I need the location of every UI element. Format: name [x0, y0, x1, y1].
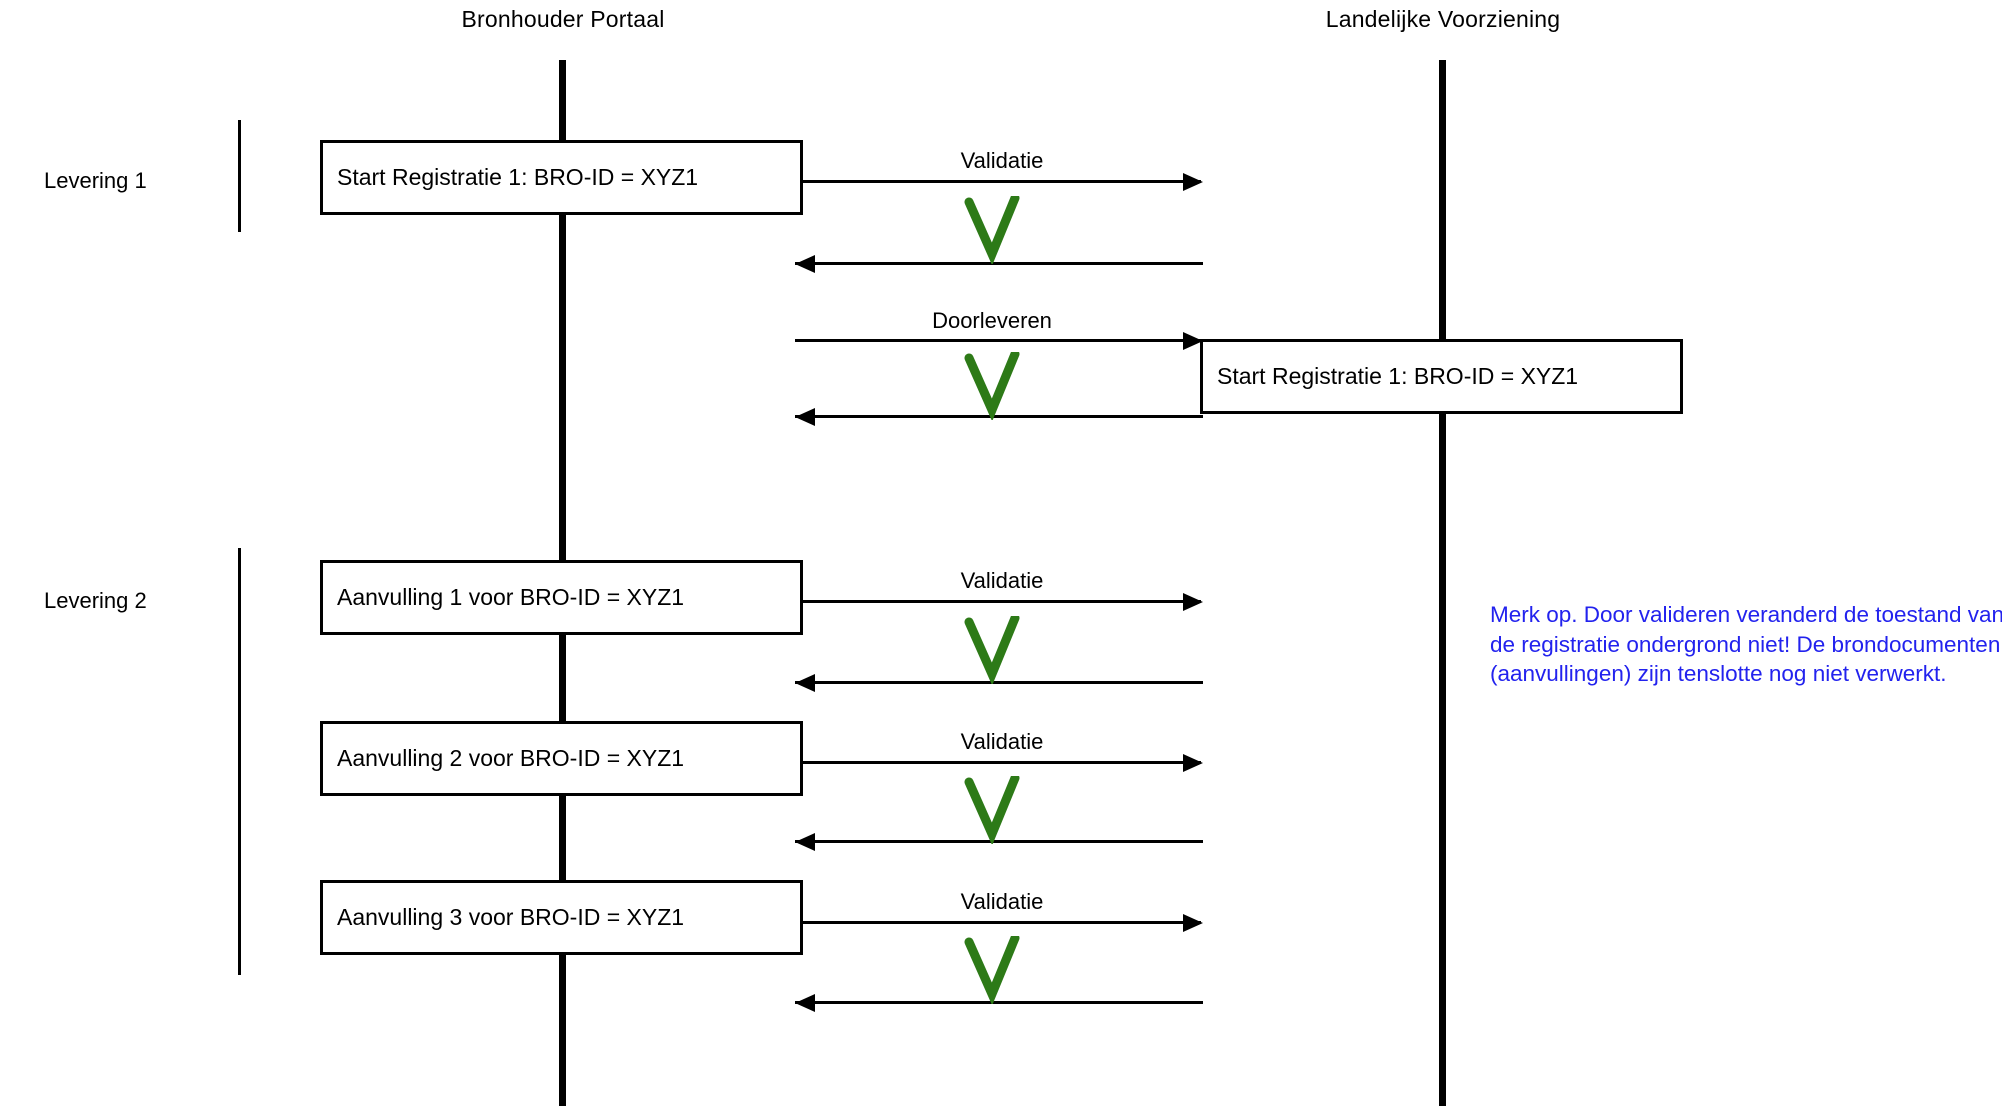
arrow-head-validatie-3-response [795, 832, 815, 851]
message-box-label: Aanvulling 1 voor BRO-ID = XYZ1 [337, 584, 685, 610]
message-box-label: Start Registratie 1: BRO-ID = XYZ1 [337, 164, 699, 190]
arrow-head-validatie-3-request [1183, 753, 1203, 772]
message-box-label: Aanvulling 2 voor BRO-ID = XYZ1 [337, 745, 685, 771]
arrow-label-validatie-4-request: Validatie [960, 889, 1044, 914]
arrow-head-validatie-4-request [1183, 913, 1203, 932]
arrow-head-doorleveren-response [795, 407, 815, 426]
message-box-start-registratie-bronhouder[interactable]: Start Registratie 1: BRO-ID = XYZ1 [320, 140, 803, 215]
check-validatie-1-icon [963, 193, 1023, 269]
arrow-line-validatie-1-request [803, 180, 1201, 183]
message-box-start-registratie-lv[interactable]: Start Registratie 1: BRO-ID = XYZ1 [1200, 339, 1683, 414]
arrow-line-validatie-2-request [803, 600, 1201, 603]
arrow-line-doorleveren-request [795, 339, 1203, 342]
check-validatie-2-icon [963, 613, 1023, 689]
message-box-aanvulling-2[interactable]: Aanvulling 2 voor BRO-ID = XYZ1 [320, 721, 803, 796]
check-validatie-3-icon [963, 773, 1023, 849]
arrow-head-doorleveren-request [1183, 331, 1203, 350]
message-box-label: Aanvulling 3 voor BRO-ID = XYZ1 [337, 904, 685, 930]
arrow-head-validatie-1-request [1183, 172, 1203, 191]
arrow-line-validatie-3-response [795, 840, 1203, 843]
arrow-head-validatie-2-response [795, 673, 815, 692]
message-box-label: Start Registratie 1: BRO-ID = XYZ1 [1217, 363, 1579, 389]
group-bracket-levering-1 [238, 120, 241, 232]
annotation-note: Merk op. Door valideren veranderd de toe… [1490, 602, 2002, 687]
group-label-levering-1: Levering 1 [44, 168, 147, 193]
arrow-label-validatie-1-request: Validatie [960, 148, 1044, 173]
lane-title-landelijke-voorziening: Landelijke Voorziening [1325, 6, 1561, 32]
message-box-aanvulling-3[interactable]: Aanvulling 3 voor BRO-ID = XYZ1 [320, 880, 803, 955]
group-label-levering-2: Levering 2 [44, 588, 147, 613]
arrow-head-validatie-4-response [795, 993, 815, 1012]
check-validatie-4-icon [963, 933, 1023, 1009]
message-box-aanvulling-1[interactable]: Aanvulling 1 voor BRO-ID = XYZ1 [320, 560, 803, 635]
arrow-head-validatie-2-request [1183, 592, 1203, 611]
arrow-line-validatie-4-response [795, 1001, 1203, 1004]
check-doorleveren-icon [963, 349, 1023, 425]
lane-title-bronhouder-portaal: Bronhouder Portaal [461, 6, 665, 32]
arrow-line-doorleveren-response [795, 415, 1203, 418]
arrow-line-validatie-4-request [803, 921, 1201, 924]
arrow-label-validatie-2-request: Validatie [960, 568, 1044, 593]
arrow-line-validatie-3-request [803, 761, 1201, 764]
lifeline-landelijke-voorziening [1439, 60, 1446, 1106]
arrow-label-doorleveren-request: Doorleveren [932, 308, 1052, 333]
arrow-line-validatie-2-response [795, 681, 1203, 684]
group-bracket-levering-2 [238, 548, 241, 975]
arrow-label-validatie-3-request: Validatie [960, 729, 1044, 754]
arrow-head-validatie-1-response [795, 254, 815, 273]
arrow-line-validatie-1-response [795, 262, 1203, 265]
